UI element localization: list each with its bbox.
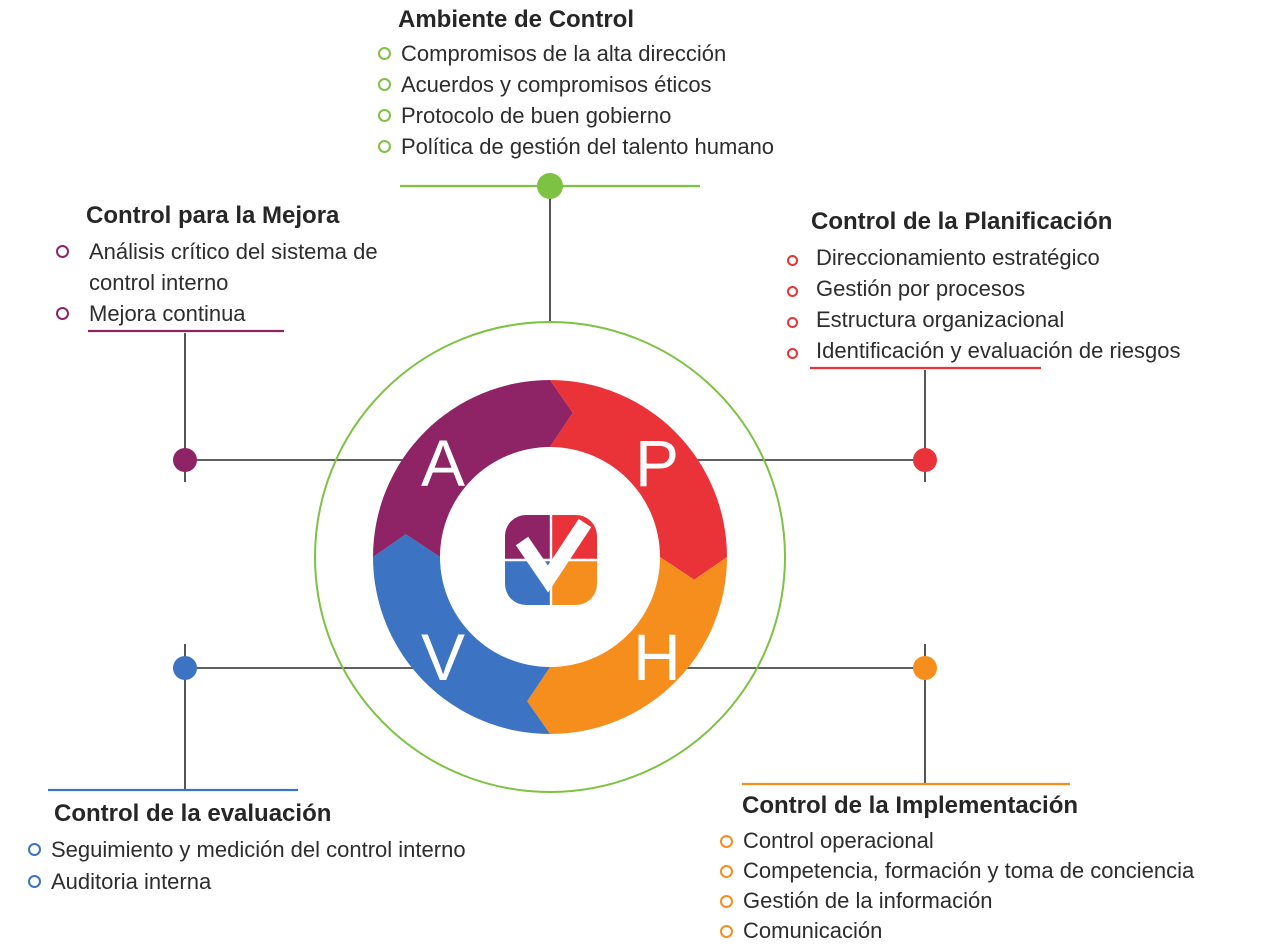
list-item-text: Direccionamiento estratégico — [816, 245, 1100, 270]
section-control-de-la-implementacion: Control de la Implementación Control ope… — [714, 792, 1274, 946]
dot-red — [913, 448, 937, 472]
pdca-letter-hacer: H — [633, 620, 681, 694]
list-item-text: Compromisos de la alta dirección — [401, 41, 727, 66]
section-title: Control de la Planificación — [811, 208, 1113, 235]
list-item-text: Competencia, formación y toma de concien… — [743, 858, 1195, 883]
pdca-letter-actuar: A — [421, 426, 465, 500]
section-title: Ambiente de Control — [398, 6, 635, 33]
list-item-text: Identificación y evaluación de riesgos — [816, 338, 1181, 363]
list-item-text: Mejora continua — [89, 301, 246, 326]
pdca-segment-hacer — [527, 557, 727, 734]
list-item: Gestión de la información — [714, 886, 1274, 916]
list-item: Identificación y evaluación de riesgos — [783, 335, 1273, 366]
dot-orange — [913, 656, 937, 680]
dot-blue — [173, 656, 197, 680]
list-item-text: Auditoria interna — [51, 869, 212, 894]
section-ambiente-de-control: Ambiente de Control Compromisos de la al… — [378, 6, 830, 162]
list-item-text: Seguimiento y medición del control inter… — [51, 837, 466, 862]
list-item-text: Control operacional — [743, 828, 934, 853]
pdca-letter-planear: P — [635, 426, 679, 500]
list-item: Auditoria interna — [20, 866, 580, 898]
pdca-segment-verificar — [373, 534, 550, 734]
list-item: Competencia, formación y toma de concien… — [714, 856, 1274, 886]
center-check-icon — [505, 515, 597, 605]
list-item: Estructura organizacional — [783, 304, 1273, 335]
dot-magenta — [173, 448, 197, 472]
list-item-text: Estructura organizacional — [816, 307, 1065, 332]
list-item-text: Gestión por procesos — [816, 276, 1026, 301]
list-item-text: Gestión de la información — [743, 888, 993, 913]
section-control-de-la-evaluacion: Control de la evaluación Seguimiento y m… — [20, 800, 580, 898]
section-control-de-la-planificacion: Control de la Planificación Direccionami… — [783, 208, 1273, 366]
pdca-ring: A P H V — [373, 380, 727, 734]
check-icon — [515, 518, 592, 593]
outer-green-circle — [314, 321, 786, 793]
list-item: Protocolo de buen gobierno — [378, 100, 830, 131]
list-item: Control operacional — [714, 826, 1274, 856]
list-item: Compromisos de la alta dirección — [378, 38, 830, 69]
section-list: Análisis crítico del sistema de control … — [48, 236, 396, 329]
list-item-text: Política de gestión del talento humano — [401, 134, 775, 159]
list-item: Política de gestión del talento humano — [378, 131, 830, 162]
pdca-letter-verificar: V — [421, 620, 465, 694]
list-item-text: Protocolo de buen gobierno — [401, 103, 672, 128]
list-item-text: Análisis crítico del sistema de control … — [89, 239, 378, 295]
list-item: Comunicación — [714, 916, 1274, 946]
list-item-text: Comunicación — [743, 918, 883, 943]
list-item: Gestión por procesos — [783, 273, 1273, 304]
connector-dots — [173, 173, 937, 680]
list-item: Análisis crítico del sistema de control … — [48, 236, 396, 298]
section-title: Control de la evaluación — [54, 800, 332, 827]
list-item: Seguimiento y medición del control inter… — [20, 834, 580, 866]
list-item: Acuerdos y compromisos éticos — [378, 69, 830, 100]
section-rules — [48, 184, 1070, 792]
pdca-segment-planear — [550, 380, 727, 580]
section-title: Control de la Implementación — [742, 792, 1079, 819]
list-item: Mejora continua — [48, 298, 396, 329]
section-title: Control para la Mejora — [86, 202, 340, 229]
pdca-segment-actuar — [373, 380, 573, 557]
list-item: Direccionamiento estratégico — [783, 242, 1273, 273]
list-item-text: Acuerdos y compromisos éticos — [401, 72, 712, 97]
section-list: Seguimiento y medición del control inter… — [20, 834, 580, 898]
dot-green — [537, 173, 563, 199]
section-control-para-la-mejora: Control para la Mejora Análisis crítico … — [48, 202, 396, 329]
